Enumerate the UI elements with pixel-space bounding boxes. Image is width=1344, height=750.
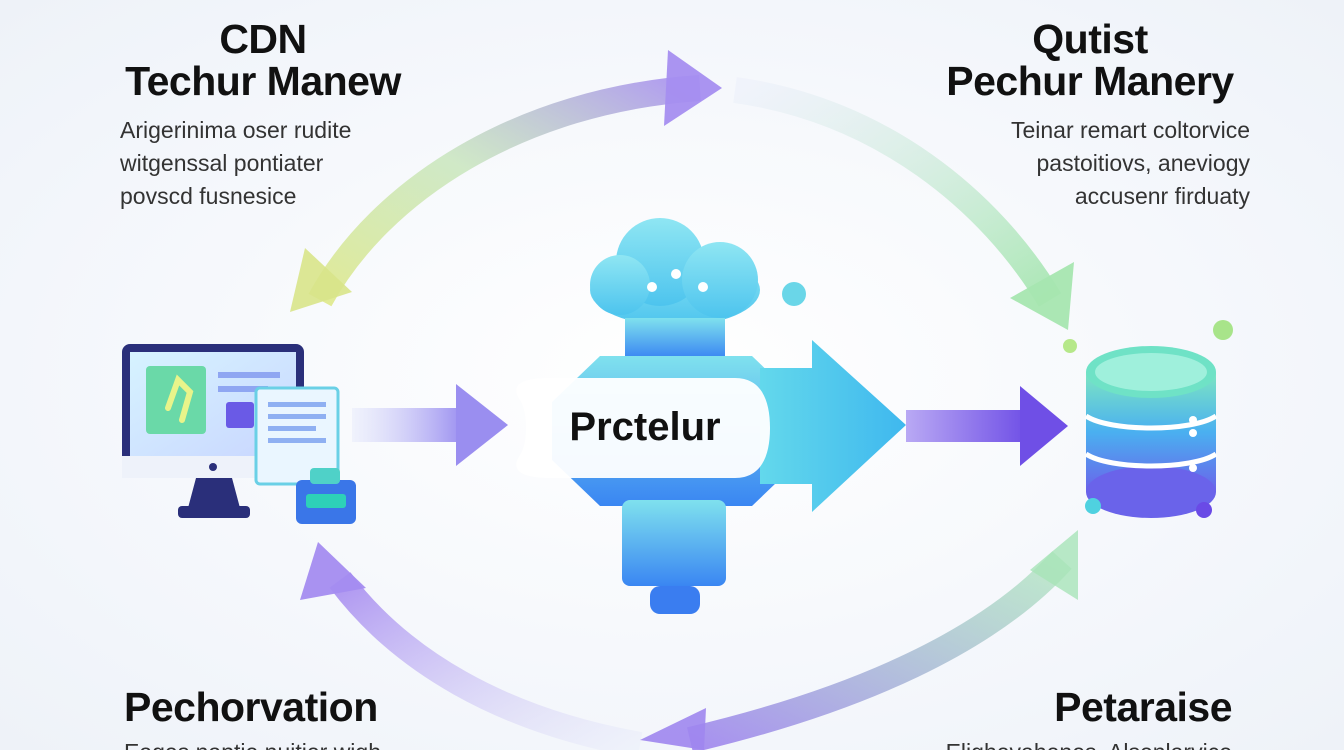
- cloud-server-icon: [516, 218, 906, 614]
- computer-monitor-icon: [122, 344, 340, 518]
- database-icon: [1063, 320, 1233, 518]
- cycle-arrow-left: [329, 572, 643, 750]
- camera-icon: [296, 468, 356, 524]
- desc-line: witgenssal pontiater: [120, 150, 324, 176]
- node-top-right-title: Qutist Pechur Manery: [930, 18, 1250, 102]
- node-bottom-left: Pechorvation Eages naptie nuitier wigh: [124, 686, 381, 750]
- node-bottom-right: Petaraise Elighevahenes, Alsenlarvice: [946, 684, 1233, 750]
- flow-arrow-right-head: [1020, 386, 1068, 466]
- cycle-arrowhead-right: [1010, 262, 1074, 330]
- cycle-arrow-bottom: [687, 551, 1072, 750]
- node-top-right-title-line2: Pechur Manery: [946, 58, 1234, 104]
- cycle-arrowhead-top-left: [290, 248, 352, 312]
- cycle-arrow-right: [733, 77, 1062, 307]
- node-bottom-left-description: Eages naptie nuitier wigh: [124, 736, 381, 750]
- flow-arrow-left-shaft: [352, 408, 464, 442]
- cycle-arrow-top: [308, 75, 701, 307]
- desc-line: pastoitiovs, aneviogy: [1036, 150, 1250, 176]
- node-top-left: CDN Techur Manew Arigerinima oser rudite…: [108, 18, 418, 213]
- flow-arrow-right-shaft: [906, 410, 1028, 442]
- node-bottom-right-description: Elighevahenes, Alsenlarvice: [946, 736, 1232, 750]
- node-bottom-left-title: Pechorvation: [124, 684, 378, 730]
- hub-label: Prctelur: [569, 405, 721, 449]
- cycle-arrowhead-bottom: [640, 708, 706, 750]
- desc-line: Arigerinima oser rudite: [120, 117, 352, 143]
- desc-line: accusenr firduaty: [1074, 183, 1250, 209]
- node-top-right: Qutist Pechur Manery Teinar remart colto…: [930, 18, 1250, 213]
- cycle-arrowhead-left: [300, 542, 366, 600]
- cycle-arrowhead-bottom-right: [1030, 530, 1078, 600]
- node-top-left-title-line1: CDN: [219, 16, 307, 62]
- cycle-arrowhead-top-right: [664, 50, 722, 126]
- node-top-left-title-line2: Techur Manew: [125, 58, 401, 104]
- node-bottom-right-title: Petaraise: [1054, 684, 1232, 730]
- node-top-left-description: Arigerinima oser rudite witgenssal ponti…: [108, 114, 418, 213]
- desc-line: povscd fusnesice: [120, 183, 297, 209]
- desc-line: Teinar remart coltorvice: [1010, 117, 1250, 143]
- flow-arrow-left-head: [456, 384, 508, 466]
- node-top-right-title-line1: Qutist: [1032, 16, 1148, 62]
- node-top-right-description: Teinar remart coltorvice pastoitiovs, an…: [930, 114, 1250, 213]
- node-top-left-title: CDN Techur Manew: [108, 18, 418, 102]
